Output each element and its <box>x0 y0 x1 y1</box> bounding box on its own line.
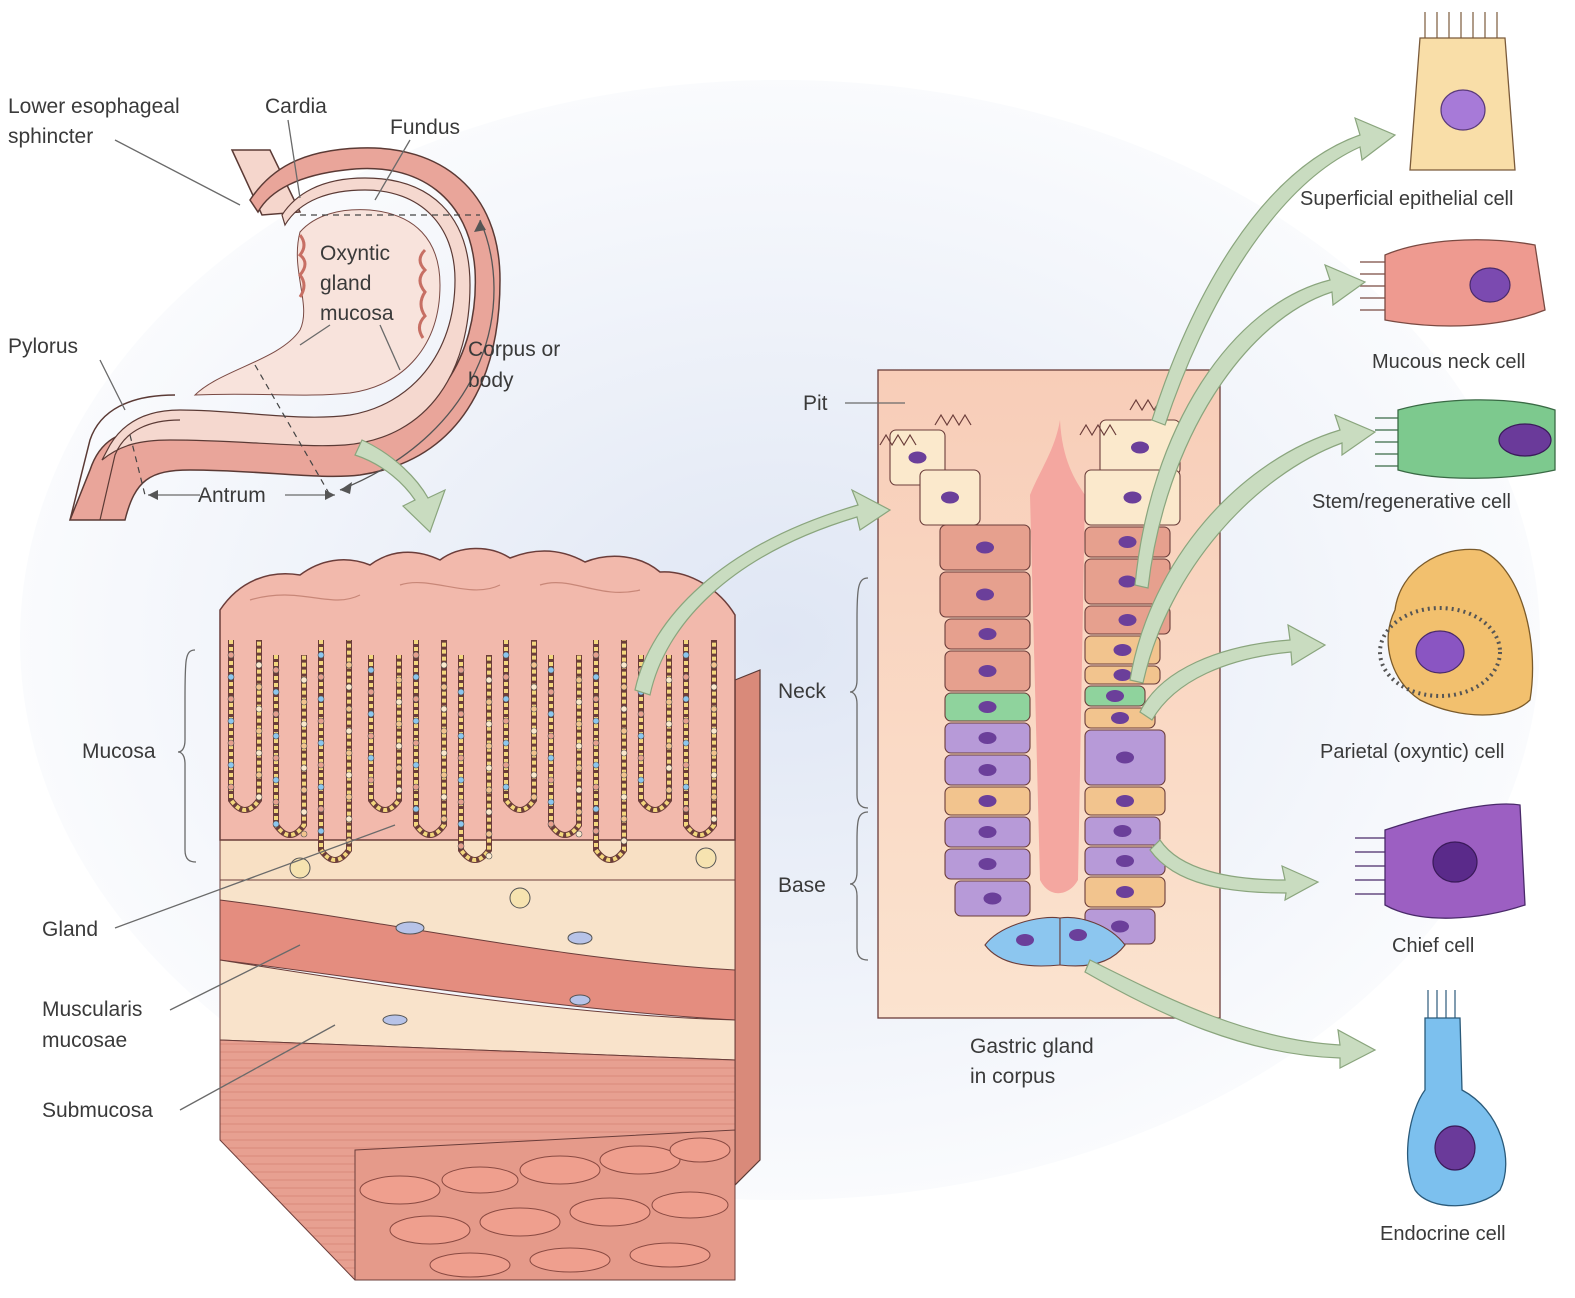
gland-cell <box>1085 666 1160 684</box>
label-mucous-neck-cell: Mucous neck cell <box>1372 351 1525 373</box>
label-superficial-cell: Superficial epithelial cell <box>1300 188 1513 210</box>
label-parietal-cell: Parietal (oxyntic) cell <box>1320 741 1505 763</box>
label-endocrine-cell: Endocrine cell <box>1380 1223 1506 1245</box>
label-gastric-gland-2: in corpus <box>970 1065 1055 1088</box>
gastric-wall-block <box>220 548 760 1280</box>
gland-cell <box>945 693 1030 721</box>
gland-cell <box>945 849 1030 879</box>
label-oxyntic-3: mucosa <box>320 302 394 325</box>
label-mucosa: Mucosa <box>82 740 156 763</box>
gland-cell <box>1085 787 1165 815</box>
label-pylorus: Pylorus <box>8 335 78 358</box>
label-oxyntic-2: gland <box>320 272 371 295</box>
label-lower-esophageal-2: sphincter <box>8 125 93 148</box>
gland-cell <box>1085 817 1160 845</box>
label-base: Base <box>778 874 826 897</box>
label-muscularis-1: Muscularis <box>42 998 142 1021</box>
gland-cell <box>945 817 1030 847</box>
label-chief-cell: Chief cell <box>1392 935 1474 957</box>
label-stem-cell: Stem/regenerative cell <box>1312 491 1511 513</box>
gland-cell <box>1085 877 1165 907</box>
gland-cell <box>945 651 1030 691</box>
gland-cell <box>920 470 980 525</box>
gland-cell <box>945 787 1030 815</box>
label-submucosa: Submucosa <box>42 1099 153 1122</box>
stem-regenerative-cell-illustration <box>1375 400 1555 478</box>
label-muscularis-2: mucosae <box>42 1029 127 1052</box>
gland-cell <box>1085 730 1165 785</box>
label-lower-esophageal-1: Lower esophageal <box>8 95 180 118</box>
gland-cell <box>940 525 1030 570</box>
label-antrum: Antrum <box>198 484 266 507</box>
label-pit: Pit <box>803 392 828 415</box>
gland-cell <box>1085 686 1145 706</box>
gland-cell <box>955 881 1030 916</box>
gland-cell <box>940 572 1030 617</box>
label-gland: Gland <box>42 918 98 941</box>
gland-cell <box>945 619 1030 649</box>
label-corpus-1: Corpus or <box>468 338 560 361</box>
gland-cell <box>945 755 1030 785</box>
label-cardia: Cardia <box>265 95 327 118</box>
label-gastric-gland-1: Gastric gland <box>970 1035 1094 1058</box>
label-fundus: Fundus <box>390 116 460 139</box>
mucosa-surface <box>220 548 735 840</box>
label-oxyntic-1: Oxyntic <box>320 242 390 265</box>
gland-cell <box>945 723 1030 753</box>
label-neck: Neck <box>778 680 826 703</box>
label-corpus-2: body <box>468 369 514 392</box>
